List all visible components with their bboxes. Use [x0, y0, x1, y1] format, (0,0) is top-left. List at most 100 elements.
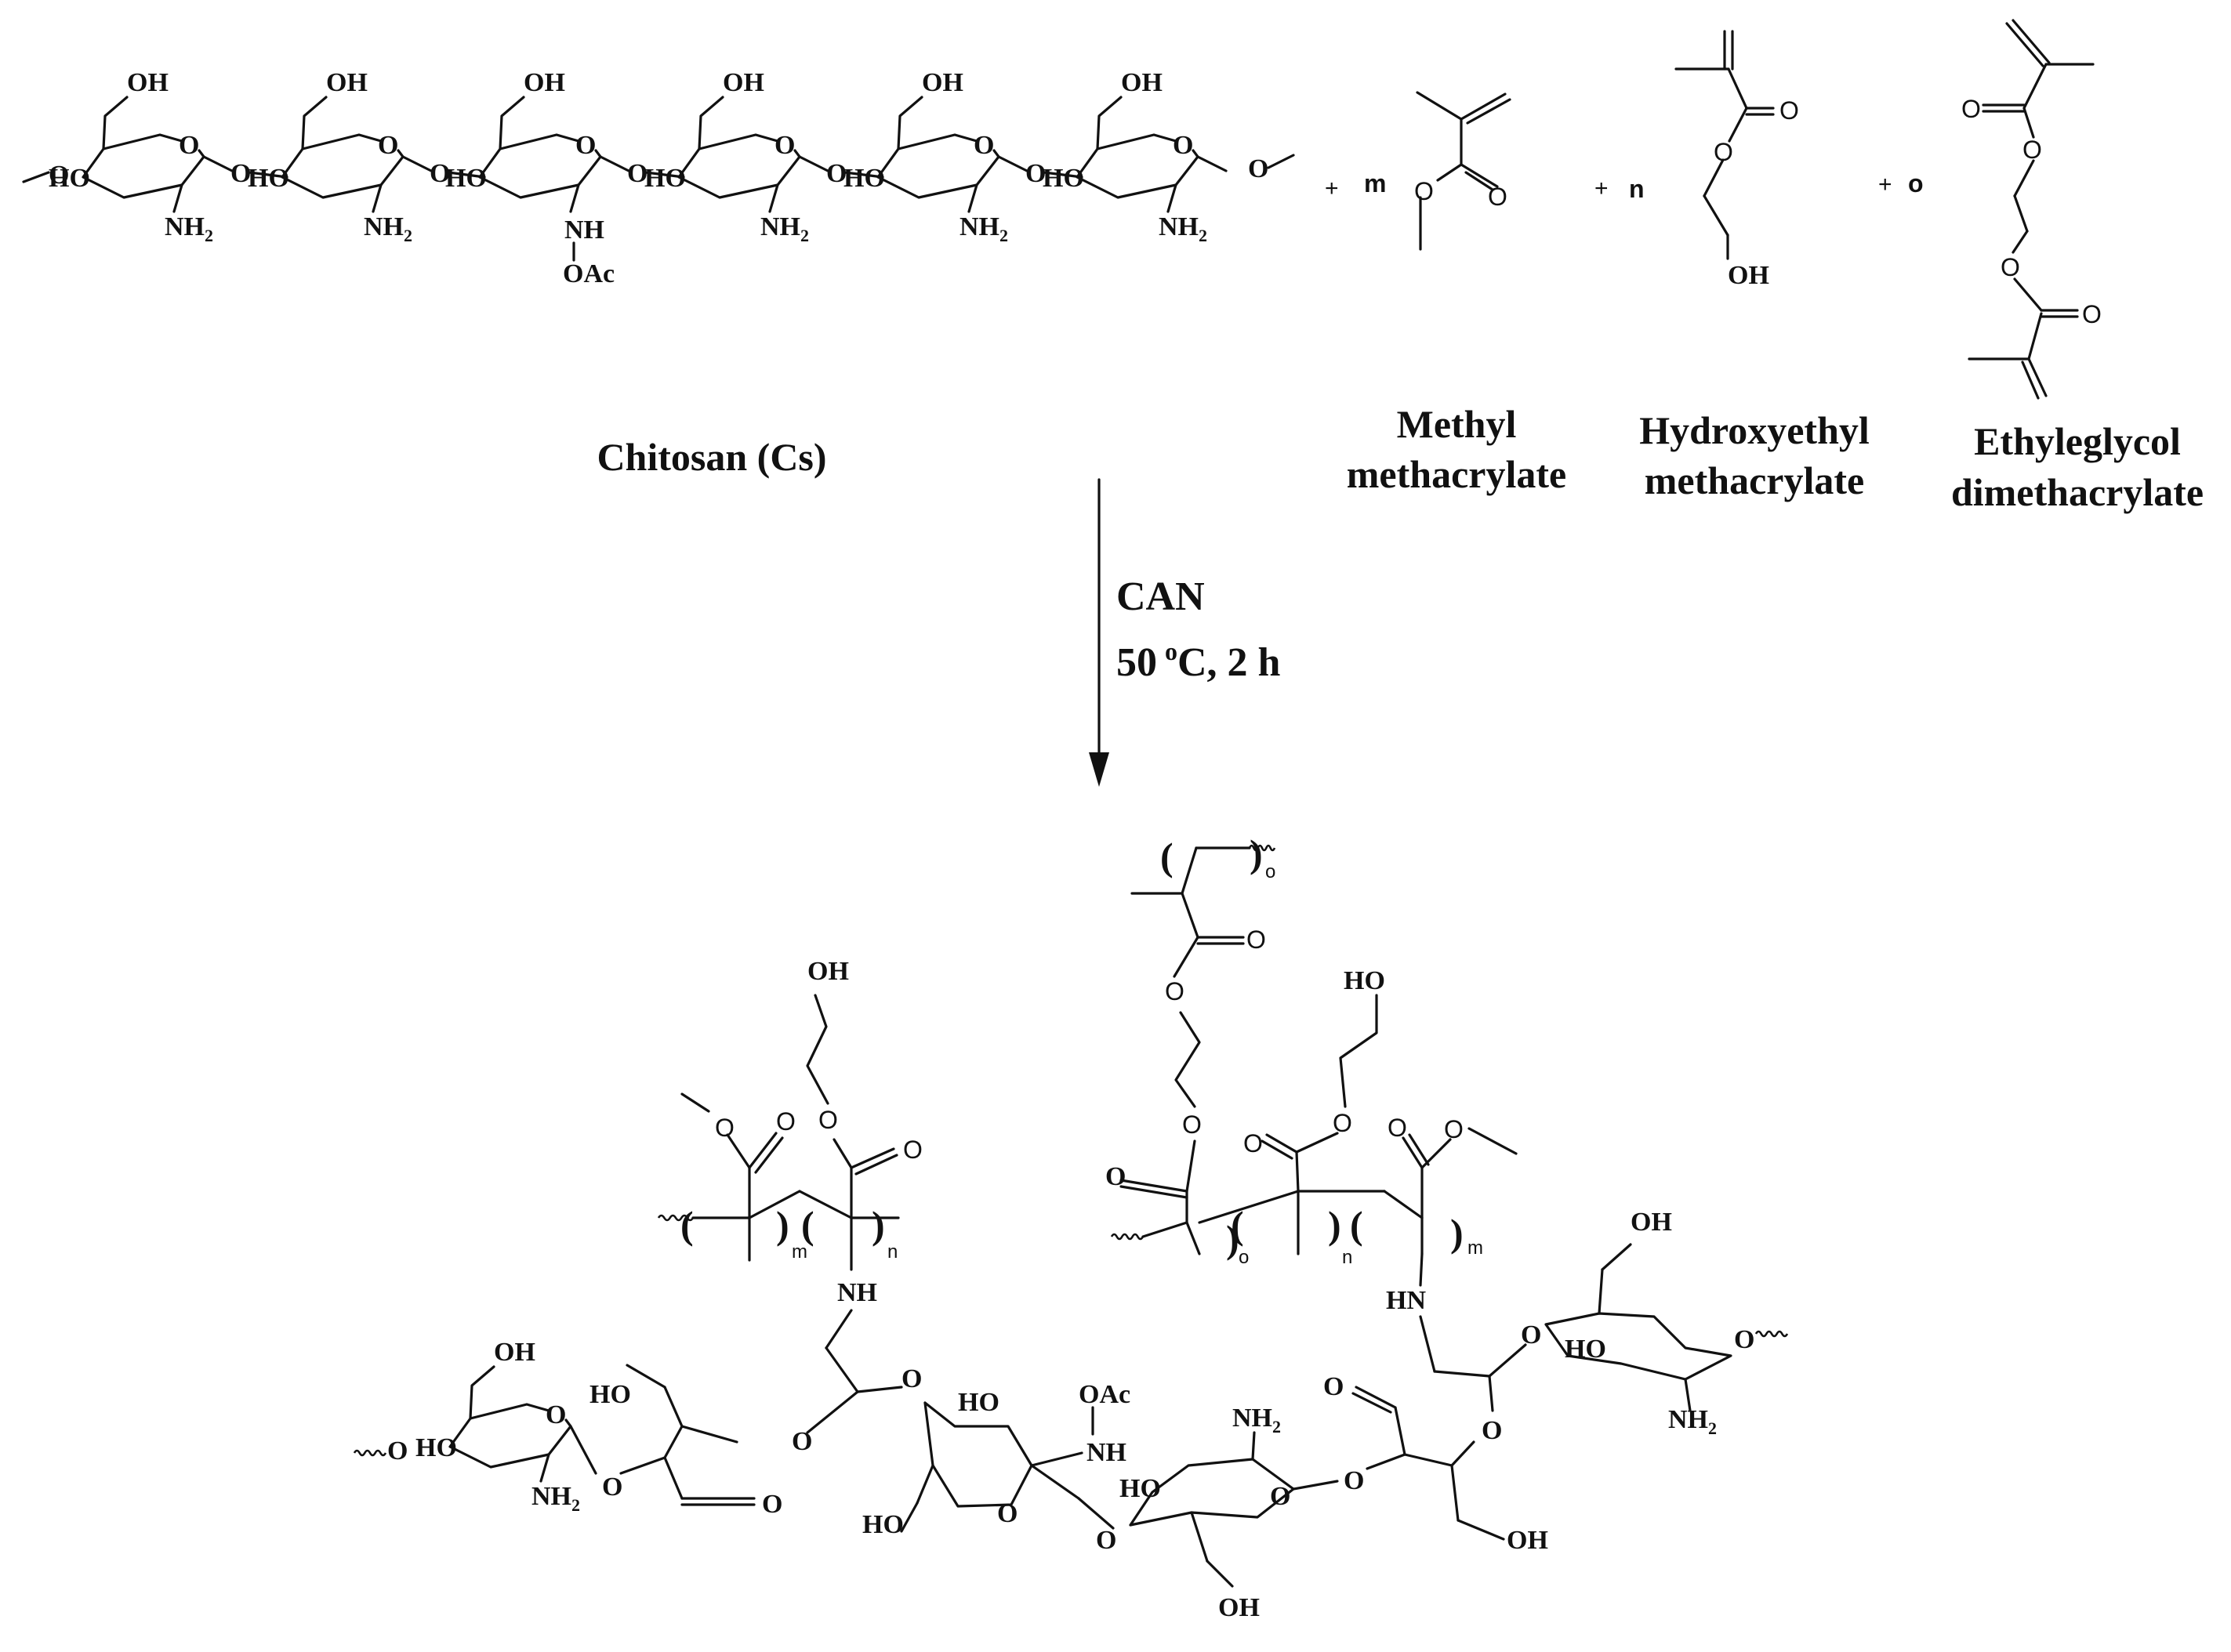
index-n: n: [887, 1241, 898, 1263]
ring-bond: [897, 133, 978, 150]
backbone-bond: [798, 1190, 853, 1219]
open-chain-bond: [626, 1364, 666, 1389]
hydroxyl-label: OH: [1507, 1526, 1548, 1555]
amine-linker-label: HN: [1386, 1286, 1426, 1315]
acetal-oxygen: O: [901, 1364, 922, 1393]
hydroxyl-label: OH: [723, 68, 764, 97]
hydroxymethyl-bond: [1096, 96, 1123, 150]
hydroxymethyl-bond: [102, 96, 129, 150]
mma-label-line2: methacrylate: [1347, 452, 1566, 496]
bracket-open: (: [801, 1203, 814, 1247]
backbone-bond: [1198, 1190, 1300, 1224]
open-chain-bond: [663, 1386, 684, 1428]
hydroxyl-label: HO: [1565, 1335, 1606, 1364]
carbonyl-oxygen: O: [1243, 1129, 1263, 1157]
backbone-bond: [1141, 1221, 1188, 1238]
ring-bond: [1544, 1312, 1732, 1381]
amine-label: NH2: [165, 212, 213, 245]
aldehyde-oxygen: O: [1323, 1372, 1344, 1401]
glycosidic-bond: [644, 171, 685, 179]
acetal-bond: [1488, 1375, 1494, 1412]
hydroxymethyl-bond: [897, 96, 923, 150]
hydroxymethyl-bond: [900, 1502, 919, 1533]
egdma-label-line1: Ethyleglycol: [1974, 419, 2181, 463]
mma-carbonyl-oxygen: O: [1488, 183, 1507, 211]
ring-bond: [469, 1403, 550, 1420]
side-bond: [1295, 1150, 1300, 1193]
hema-ester-oxygen: O: [1714, 138, 1733, 166]
terminal-bond: [1267, 154, 1295, 169]
plus-sign-3: +: [1878, 172, 1892, 197]
glycosidic-bond: [1077, 1497, 1115, 1530]
acetal-bond: [1433, 1370, 1491, 1378]
ring-bond: [1096, 133, 1177, 150]
carbonyl-oxygen: O: [1105, 1162, 1126, 1191]
ring-oxygen: O: [775, 131, 795, 160]
egdma-ester-oxygen-1: O: [2022, 136, 2042, 164]
ring-bond: [698, 133, 779, 150]
hydroxyethyl-bond: [806, 994, 829, 1105]
amine-label: NH2: [364, 212, 412, 245]
ring-bond: [281, 147, 404, 199]
bracket-close: ): [776, 1203, 789, 1247]
ester-oxygen: O: [1444, 1115, 1464, 1143]
open-chain-bond: [619, 1456, 666, 1475]
hema-hydroxyl: OH: [1728, 261, 1769, 290]
mma-label-line1: Methyl: [1397, 402, 1517, 446]
hydroxyl-label: HO: [644, 164, 686, 193]
amine-label: NH2: [1668, 1405, 1717, 1438]
amine-label: NH2: [760, 212, 809, 245]
ring-bond: [876, 147, 1000, 199]
hydroxyl-label: HO: [1119, 1474, 1161, 1503]
carbonyl-bond: [1402, 1136, 1424, 1169]
acetyl-label: OAc: [563, 259, 615, 288]
ring-bond: [448, 1417, 572, 1469]
mma-structure: [1416, 91, 1511, 251]
glycosidic-oxygen: O: [602, 1473, 622, 1502]
glycosidic-oxygen: O: [230, 159, 251, 188]
bracket-open: (: [1350, 1203, 1363, 1247]
amine-label: NH2: [960, 212, 1008, 245]
bracket-close: ): [1450, 1211, 1464, 1255]
amine-label: NH2: [1232, 1404, 1281, 1436]
index-m: m: [792, 1241, 807, 1263]
egdma-carbonyl-oxygen-2: O: [2082, 300, 2102, 328]
glycosidic-bond: [1292, 1480, 1339, 1491]
amine-linker-label: NH: [837, 1278, 877, 1307]
hydroxymethyl-bond: [301, 96, 328, 150]
hema-label-line1: Hydroxyethyl: [1639, 408, 1870, 452]
acetamide-label: NH: [564, 216, 604, 245]
open-chain-bond: [1403, 1453, 1453, 1467]
amine-bond: [372, 183, 383, 213]
glycosidic-bond: [202, 155, 234, 172]
linker-bond: [825, 1309, 853, 1349]
glycosidic-bond: [401, 155, 433, 172]
plus-sign-2: +: [1594, 176, 1609, 201]
linker-bond: [1419, 1315, 1436, 1373]
plus-sign-1: +: [1325, 176, 1339, 201]
glycosidic-oxygen: O: [1096, 1526, 1116, 1555]
hydroxyl-label: HO: [1344, 966, 1385, 995]
hema-label-line2: methacrylate: [1645, 458, 1864, 502]
index-o: o: [1265, 861, 1275, 882]
bracket-open: (: [1160, 835, 1174, 879]
ring-oxygen: O: [575, 131, 596, 160]
side-bond: [1173, 936, 1199, 978]
carbonyl-oxygen: O: [903, 1136, 923, 1164]
ester-oxygen: O: [1333, 1109, 1352, 1137]
amine-bond: [1684, 1378, 1692, 1412]
hydroxyl-label: OH: [524, 68, 565, 97]
backbone-bond: [1383, 1190, 1424, 1219]
glucosamine-unit: O OH HO NH2: [644, 68, 809, 245]
chain-end-wavy: [657, 1214, 695, 1222]
index-m: m: [1467, 1237, 1483, 1259]
ring-oxygen: O: [997, 1499, 1018, 1528]
carbonyl-oxygen: O: [1246, 926, 1266, 954]
glycosidic-oxygen: O: [627, 159, 648, 188]
